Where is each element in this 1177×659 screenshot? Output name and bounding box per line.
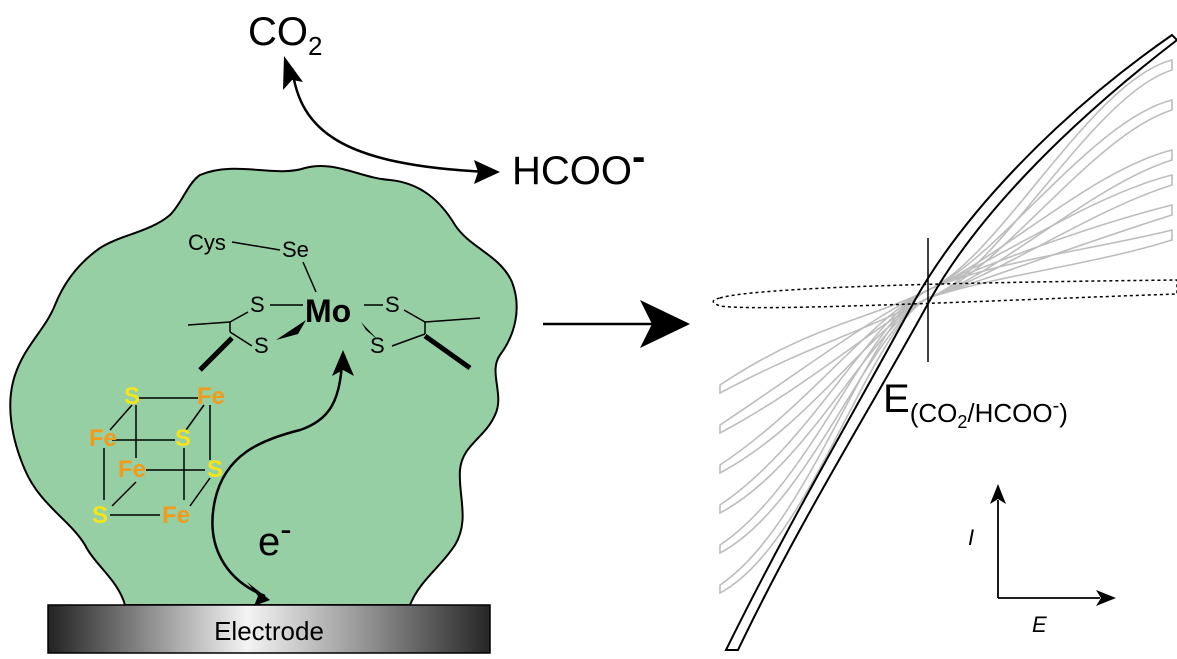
y-axis-label: I [968, 525, 974, 550]
fe-cluster-1: Fe [197, 383, 225, 410]
s-left-top: S [250, 292, 265, 317]
electrode-label: Electrode [214, 616, 324, 646]
s-left-bottom: S [254, 333, 269, 358]
cv-light-trace [719, 98, 1173, 595]
co2-arrowhead-icon [283, 56, 303, 90]
s-right-top: S [385, 292, 400, 317]
cv-dark-trace [724, 33, 1177, 651]
fe-cluster-4: Fe [162, 502, 190, 529]
formate-arrowhead-icon [474, 160, 500, 184]
cv-light-trace [719, 58, 1173, 395]
mo-label: Mo [305, 293, 351, 329]
cv-light-trace [719, 228, 1173, 435]
electron-arrowhead-up-icon [332, 350, 354, 376]
protein-blob [9, 164, 518, 606]
potential-label: E(CO2/HCOO-) [883, 377, 1068, 432]
s-cluster-4: S [92, 502, 108, 529]
electrode-bar [47, 604, 491, 654]
se-label: Se [282, 237, 309, 262]
y-axis-arrowhead-icon [990, 484, 1006, 504]
x-axis-label: E [1032, 612, 1047, 637]
s-right-bottom: S [370, 333, 385, 358]
electron-arrowhead-down-icon [247, 582, 270, 606]
co2-formate-arrow [290, 67, 489, 174]
cv-light-trace [719, 203, 1173, 475]
electron-label: e- [258, 511, 292, 564]
cys-label: Cys [188, 230, 226, 255]
cv-light-trace [719, 148, 1173, 555]
co2-label: CO2 [248, 10, 322, 61]
fe-cluster-2: Fe [89, 425, 117, 452]
fe4s4-cluster [103, 397, 211, 516]
s-cluster-1: S [124, 383, 140, 410]
s-cluster-3: S [207, 456, 223, 483]
transition-arrowhead-icon [640, 300, 690, 348]
voltammogram [712, 33, 1177, 651]
cv-light-trace [719, 173, 1173, 515]
cv-baseline-dotted [712, 279, 1177, 309]
fe-cluster-3: Fe [118, 456, 146, 483]
formate-label: HCOO- [512, 135, 645, 193]
x-axis-arrowhead-icon [1096, 590, 1116, 606]
s-cluster-2: S [175, 425, 191, 452]
electron-path-arrow [211, 361, 344, 598]
cv-light-traces [719, 58, 1173, 595]
